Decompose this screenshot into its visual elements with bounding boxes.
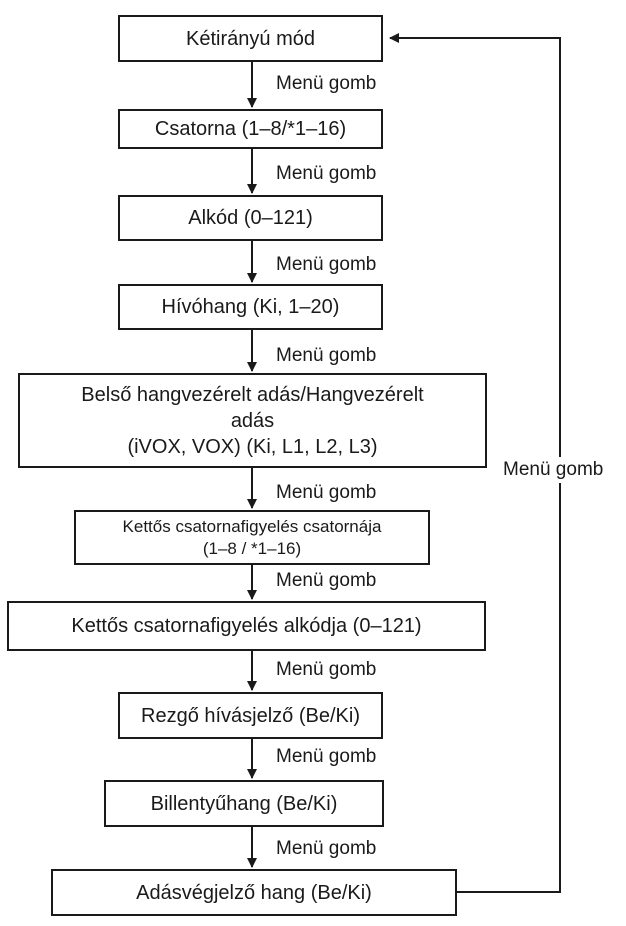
edge-label-2: Menü gomb: [276, 163, 377, 184]
loop-label: Menü gomb: [503, 457, 604, 483]
node-kettos-csatornafigyeles-alkodja: Kettős csatornafigyelés alkódja (0–121): [7, 601, 486, 651]
node-text-line: (iVOX, VOX) (Ki, L1, L2, L3): [127, 435, 378, 458]
node-text-line: Kettős csatornafigyelés csatornája: [122, 516, 382, 536]
node-billentyuhang: Billentyűhang (Be/Ki): [104, 780, 384, 827]
edge-label-1: Menü gomb: [276, 73, 377, 94]
node-csatorna: Csatorna (1–8/*1–16): [118, 109, 383, 149]
node-text-line: Billentyűhang (Be/Ki): [150, 792, 338, 815]
edge-label-8: Menü gomb: [276, 746, 377, 767]
node-text-line: Rezgő hívásjelző (Be/Ki): [141, 704, 360, 727]
node-text-line: Belső hangvezérelt adás/Hangvezérelt: [81, 383, 424, 406]
node-text-line: Hívóhang (Ki, 1–20): [161, 296, 340, 318]
edge-label-6: Menü gomb: [276, 570, 377, 591]
node-kettos-csatornafigyeles-csatornaja: Kettős csatornafigyelés csatornája (1–8 …: [74, 510, 430, 565]
node-text-line: Adásvégjelző hang (Be/Ki): [136, 881, 372, 904]
node-text-line: Kétirányú mód: [186, 27, 315, 50]
edge-label-4: Menü gomb: [276, 345, 377, 366]
node-hivohang: Hívóhang (Ki, 1–20): [118, 284, 383, 330]
node-text-line: (1–8 / *1–16): [202, 538, 302, 558]
node-adasvegjelzo-hang: Adásvégjelző hang (Be/Ki): [51, 869, 457, 916]
node-text-line: adás: [230, 409, 275, 432]
edge-label-3: Menü gomb: [276, 254, 377, 275]
node-belso-hangvezerelt-adas: Belső hangvezérelt adás/Hangvezérelt adá…: [18, 373, 487, 468]
node-rezgo-hivasjelzo: Rezgő hívásjelző (Be/Ki): [118, 692, 383, 739]
edge-label-5: Menü gomb: [276, 482, 377, 503]
node-text-line: Alkód (0–121): [188, 207, 313, 229]
edge-label-7: Menü gomb: [276, 659, 377, 680]
node-alkod: Alkód (0–121): [118, 195, 383, 241]
node-ketiranyu-mod: Kétirányú mód: [118, 15, 383, 62]
edge-label-9: Menü gomb: [276, 838, 377, 859]
node-text-line: Csatorna (1–8/*1–16): [154, 118, 347, 140]
node-text-line: Kettős csatornafigyelés alkódja (0–121): [71, 615, 422, 637]
